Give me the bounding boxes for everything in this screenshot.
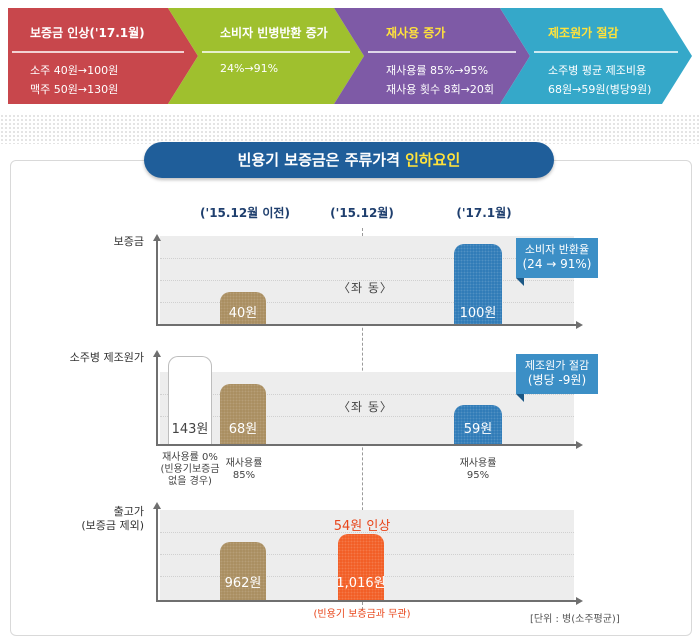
callout-return-rate-value: (24 → 91%) (522, 257, 592, 271)
row-2-same-as-left: 〈좌 동〉 (338, 400, 393, 414)
note-reuse-85-line-2: 85% (232, 470, 256, 481)
banner-step-2-line-1: 24%→91% (220, 62, 279, 75)
bar-cost-no-deposit (168, 356, 212, 444)
banner-step-3: 재사용 증가 재사용률 85%→95% 재사용 횟수 8회→20회 (334, 8, 530, 104)
banner-step-3-title: 재사용 증가 (386, 26, 446, 40)
row-label-factory-price: 출고가 (보증금 제외) (40, 505, 144, 533)
unit-label: [단위 : 병(소주평균)] (530, 614, 620, 625)
note-no-deposit-line-2: (빈용기보증금 (160, 464, 220, 475)
callout-return-rate-title: 소비자 반환율 (524, 243, 590, 256)
grid-line (160, 532, 574, 533)
row-label-factory-price-line-2: (보증금 제외) (81, 519, 144, 532)
bar-price-before (220, 542, 266, 600)
row-2-x-axis (156, 444, 578, 446)
callout-cost-saving-title: 제조원가 절감 (524, 359, 590, 372)
grid-line (160, 258, 574, 259)
chevron-shape (8, 8, 198, 104)
banner-step-1-line-1: 소주 40원→100원 (30, 64, 119, 77)
banner-step-4-line-2: 68원→59원(병당9원) (548, 83, 652, 96)
row-1-x-axis (156, 324, 578, 326)
row-3-y-axis (156, 508, 158, 602)
row-1-same-as-left: 〈좌 동〉 (338, 281, 393, 295)
note-reuse-95-line-1: 재사용률 (459, 458, 497, 469)
row-3-x-axis (156, 600, 578, 602)
callout-return-rate: 소비자 반환율 (24 → 91%) (516, 238, 598, 278)
column-header-2: ('15.12월) (330, 206, 394, 220)
row-label-factory-price-line-1: 출고가 (113, 505, 144, 518)
price-increase-annotation: 54원 인상 (333, 519, 391, 534)
note-no-deposit-line-3: 없을 경우) (168, 476, 212, 487)
column-header-3: ('17.1월) (456, 206, 512, 220)
row-2-y-axis (156, 356, 158, 446)
note-reuse-85: 재사용률 85% (214, 458, 274, 482)
axis-arrow-right-icon (576, 597, 583, 605)
grid-line (160, 394, 574, 395)
axis-arrow-up-icon (153, 350, 161, 357)
chart-heading-highlight: 인하요인 (405, 151, 461, 169)
chart-heading-main: 빈용기 보증금은 주류가격 (237, 151, 406, 169)
banner-step-1-line-2: 맥주 50원→130원 (30, 83, 119, 96)
bar-price-before-label: 962원 (224, 576, 262, 591)
axis-arrow-right-icon (576, 321, 583, 329)
bar-cost-before-label: 68원 (228, 422, 258, 437)
callout-cost-saving: 제조원가 절감 (병당 -9원) (516, 354, 598, 394)
chevron-shape (500, 8, 692, 104)
note-no-deposit-line-1: 재사용률 0% (162, 452, 218, 463)
row-1-y-axis (156, 240, 158, 326)
banner-step-1: 보증금 인상('17.1월) 소주 40원→100원 맥주 50원→130원 (8, 8, 198, 104)
note-reuse-95: 재사용률 95% (448, 458, 508, 482)
bar-deposit-before (220, 292, 266, 324)
banner-step-4-line-1: 소주병 평균 제조비용 (548, 64, 647, 77)
column-header-1: ('15.12월 이전) (200, 206, 290, 220)
row-label-bottle-cost: 소주병 제조원가 (69, 351, 144, 364)
bar-cost-jan17-label: 59원 (463, 422, 493, 437)
banner-step-2-title: 소비자 빈병반환 증가 (220, 26, 328, 40)
banner-step-2: 소비자 빈병반환 증가 24%→91% (168, 8, 364, 104)
note-no-deposit: 재사용률 0% (빈용기보증금 없을 경우) (150, 452, 230, 488)
grid-line (160, 280, 574, 281)
bar-cost-no-deposit-label: 143원 (171, 422, 209, 437)
callout-cost-saving-value: (병당 -9원) (527, 373, 587, 387)
axis-arrow-right-icon (576, 441, 583, 449)
chevron-shape (334, 8, 530, 104)
bar-deposit-jan17 (454, 244, 502, 324)
axis-arrow-up-icon (153, 502, 161, 509)
grid-line (160, 302, 574, 303)
note-reuse-85-line-1: 재사용률 (225, 458, 263, 469)
bar-cost-jan17 (454, 405, 502, 444)
bar-price-dec15 (338, 534, 384, 600)
banner-step-3-line-2: 재사용 횟수 8회→20회 (386, 83, 495, 96)
bar-deposit-before-label: 40원 (228, 306, 258, 321)
callout-fold (516, 394, 524, 402)
bar-deposit-jan17-label: 100원 (459, 306, 497, 321)
grid-line (160, 416, 574, 417)
chart-heading: 빈용기 보증금은 주류가격 인하요인 (144, 142, 554, 178)
row-label-deposit: 보증금 (113, 235, 144, 248)
banner-step-3-line-1: 재사용률 85%→95% (386, 64, 489, 77)
note-unrelated-to-deposit: (빈용기 보증금과 무관) (313, 609, 411, 620)
banner-step-4: 제조원가 절감 소주병 평균 제조비용 68원→59원(병당9원) (500, 8, 692, 104)
callout-fold (516, 278, 524, 286)
chevron-shape (168, 8, 364, 104)
bar-price-dec15-label: 1,016원 (336, 576, 386, 591)
banner-step-4-title: 제조원가 절감 (548, 26, 619, 40)
note-reuse-95-line-2: 95% (466, 470, 490, 481)
dotted-separator (0, 114, 700, 144)
banner-step-1-title: 보증금 인상('17.1월) (30, 26, 145, 40)
axis-arrow-up-icon (153, 234, 161, 241)
bar-cost-before (220, 384, 266, 444)
